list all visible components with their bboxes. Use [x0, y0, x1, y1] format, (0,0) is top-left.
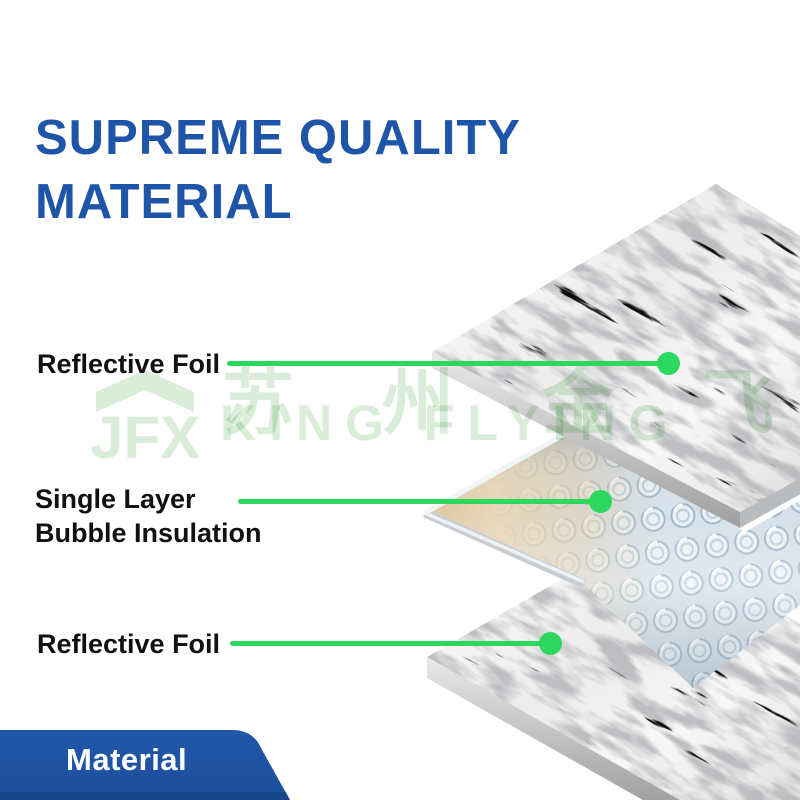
- leader-line: [230, 641, 555, 646]
- callout-dot: [539, 632, 562, 655]
- banner-label: Material: [66, 742, 188, 777]
- leader-line: [227, 361, 672, 366]
- callout-dot: [657, 352, 680, 375]
- callout-text: Bubble Insulation: [35, 518, 262, 548]
- callout-text: Reflective Foil: [37, 349, 221, 379]
- callout-label-top-foil: Reflective Foil: [37, 347, 220, 381]
- leader-line: [238, 499, 606, 504]
- callout-text: Reflective Foil: [37, 629, 221, 659]
- page-title: SUPREME QUALITY MATERIAL: [35, 106, 521, 234]
- title-line2: MATERIAL: [35, 175, 293, 229]
- title-line1: SUPREME QUALITY: [35, 111, 521, 165]
- layer-bubble-insulation: [423, 425, 800, 688]
- callout-dot: [589, 490, 612, 513]
- material-banner: [0, 730, 290, 800]
- layer-top-reflective-foil: [432, 184, 800, 528]
- callout-label-bubble-insulation: Single Layer Bubble Insulation: [35, 482, 262, 550]
- callout-label-bottom-foil: Reflective Foil: [37, 627, 220, 661]
- callout-text: Single Layer: [35, 484, 196, 514]
